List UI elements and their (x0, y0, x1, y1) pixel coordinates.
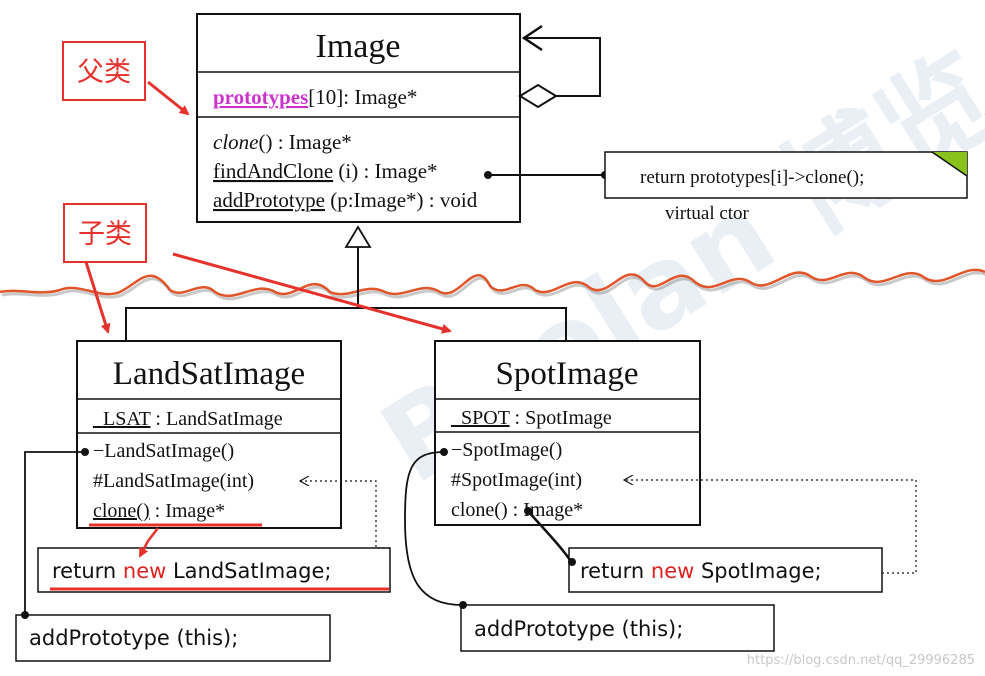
landsat-op-clone: clone() : Image* (93, 500, 225, 522)
spot-op-protected-ctor: #SpotImage(int) (451, 469, 582, 491)
landsat-return-code: return new LandSatImage; (52, 559, 331, 583)
wave-separator-shadow (1, 271, 985, 301)
parent-class-label-text: 父类 (77, 57, 131, 88)
child-pointer-arrow-landsat (84, 261, 111, 334)
footer-url: https://blog.csdn.net/qq_29996285 (747, 653, 975, 668)
image-op-findandclone: findAndClone (i) : Image* (213, 159, 438, 183)
red-pointer-arrows (84, 80, 452, 558)
spot-attr: _SPOT : SpotImage (450, 407, 612, 429)
spot-return-code: return new SpotImage; (580, 559, 822, 583)
spot-op-clone: clone() : Image* (451, 499, 583, 521)
image-op-clone: clone() : Image* (213, 130, 352, 154)
child-class-label-text: 子类 (78, 219, 132, 250)
landsat-clone-connector (147, 527, 159, 542)
landsat-op-private-ctor: −LandSatImage() (93, 440, 234, 462)
landsat-addprototype-code: addPrototype (this); (29, 626, 238, 650)
spot-return-note: return new SpotImage; (568, 547, 883, 593)
generalization-triangle (344, 225, 372, 248)
landsat-protected-dotted-link (300, 481, 390, 549)
spot-protected-dotted-link (624, 480, 917, 574)
image-attr-prototypes: prototypes[10]: Image* (213, 85, 417, 109)
image-op-addprototype: addPrototype (p:Image*) : void (213, 188, 478, 212)
landsat-op-protected-ctor: #LandSatImage(int) (93, 470, 254, 492)
virtual-ctor-note: return prototypes[i]->clone(); virtual c… (604, 151, 968, 224)
spot-ctor-connector (404, 448, 467, 609)
spot-class: SpotImage _SPOT : SpotImage −SpotImage()… (434, 340, 701, 526)
clone-to-new-arrow (138, 540, 150, 558)
virtual-ctor-caption: virtual ctor (665, 203, 750, 224)
prototypes-attr-name: prototypes (213, 85, 308, 109)
child-pointer-arrow-spot (172, 252, 452, 334)
spot-class-name: SpotImage (496, 356, 639, 392)
landsat-attr: _LSAT : LandSatImage (92, 408, 283, 430)
landsat-class: LandSatImage _LSAT : LandSatImage −LandS… (76, 340, 342, 529)
parent-pointer-arrow (147, 80, 190, 116)
landsat-addprototype-note: addPrototype (this); (15, 614, 331, 662)
image-class-name: Image (316, 28, 401, 65)
landsat-class-name: LandSatImage (113, 356, 305, 392)
self-association (518, 24, 601, 109)
spot-op-private-ctor: −SpotImage() (451, 439, 562, 461)
parent-class-label: 父类 (62, 41, 146, 101)
wave-separator (0, 268, 985, 298)
prototypes-attr-rest: [10]: Image* (308, 85, 417, 109)
inheritance-lines (125, 225, 567, 341)
virtual-note-text: return prototypes[i]->clone(); (640, 167, 864, 188)
spot-clone-connector (524, 507, 576, 566)
spot-addprototype-note: addPrototype (this); (460, 604, 775, 652)
landsat-return-note: return new LandSatImage; (37, 547, 391, 593)
landsat-ctor-connector (21, 448, 89, 619)
child-class-label: 子类 (63, 203, 147, 263)
image-class: Image prototypes[10]: Image* clone() : I… (196, 13, 521, 223)
spot-addprototype-code: addPrototype (this); (474, 617, 683, 641)
aggregation-diamond (518, 83, 558, 109)
